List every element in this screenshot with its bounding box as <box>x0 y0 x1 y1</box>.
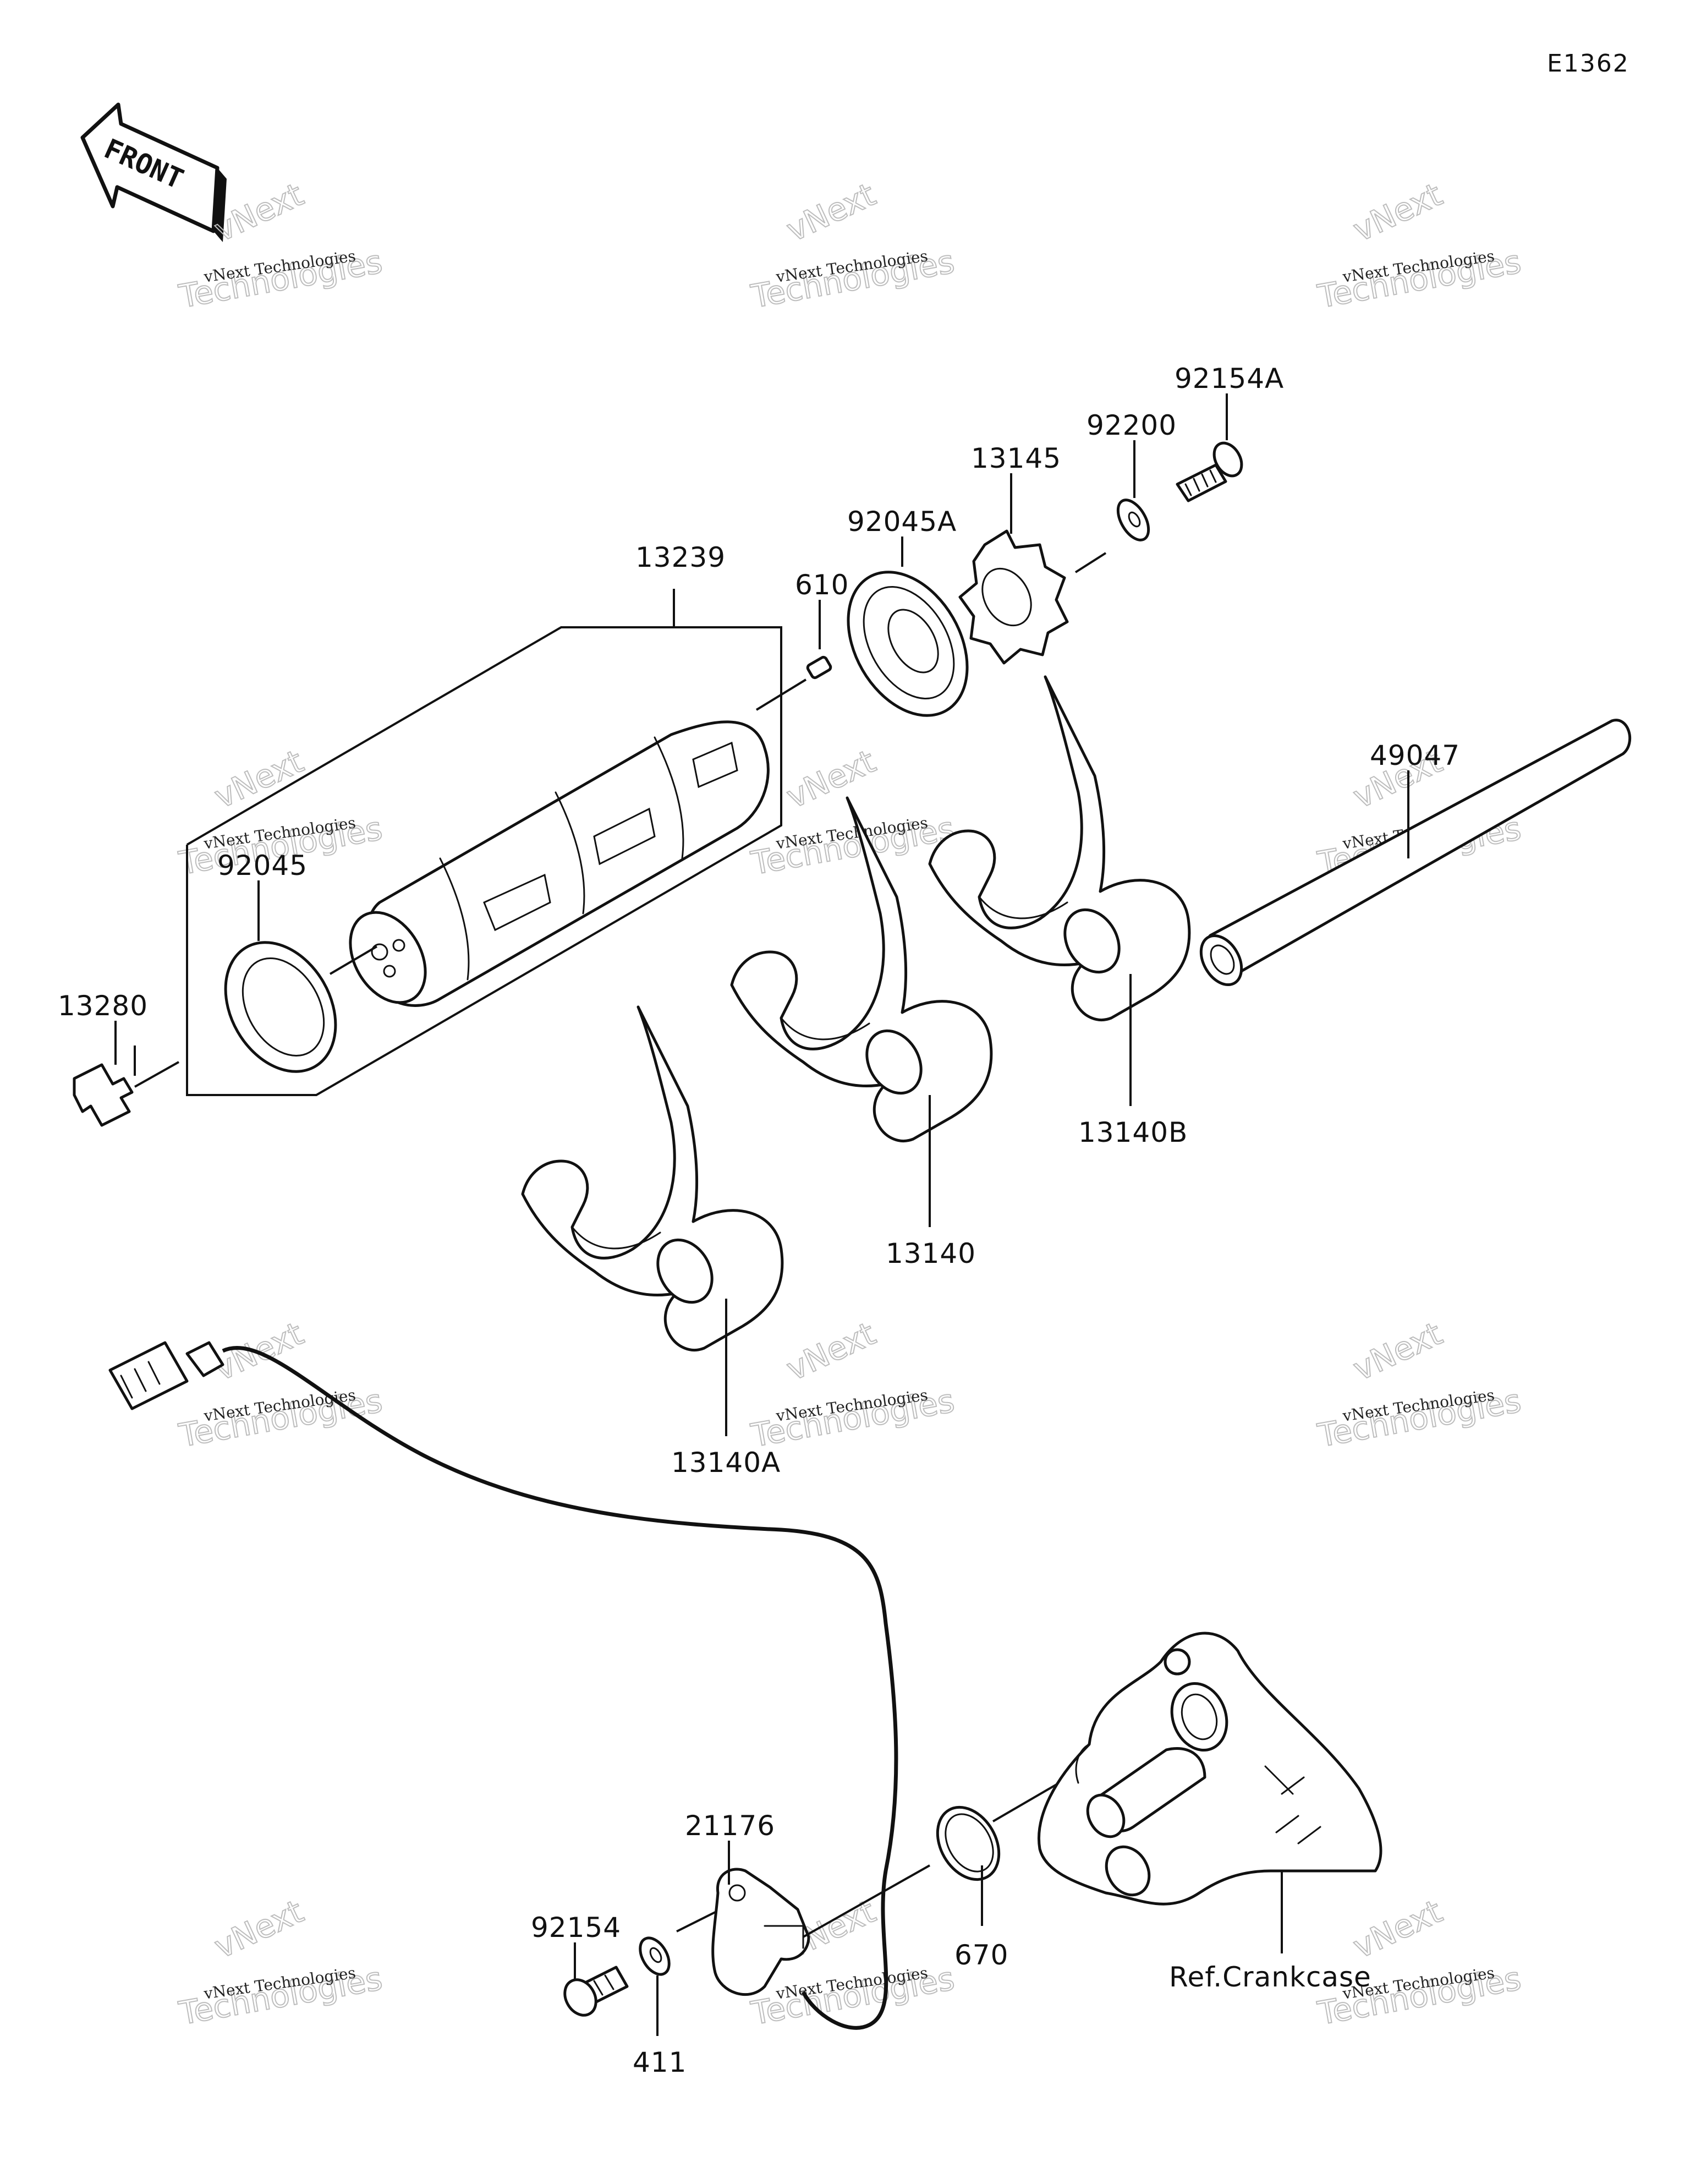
svg-text:vNext: vNext <box>1347 1892 1447 1966</box>
label-92200: 92200 <box>1087 409 1177 441</box>
label-13239: 13239 <box>635 541 726 573</box>
pin-610 <box>755 655 832 711</box>
label-13140A: 13140A <box>671 1447 781 1479</box>
diagram-code: E1362 <box>1547 50 1629 78</box>
washer-92200 <box>1116 499 1150 541</box>
svg-text:vNext: vNext <box>1347 1315 1447 1388</box>
front-arrow-icon: FRONT <box>80 102 227 242</box>
bearing-92045A <box>847 571 969 717</box>
label-92154A: 92154A <box>1175 363 1284 395</box>
label-13280: 13280 <box>58 990 148 1022</box>
oring-670 <box>936 1771 1079 1881</box>
shift-fork-13140 <box>730 796 993 1142</box>
label-92154: 92154 <box>531 1912 621 1944</box>
watermark: Technologies vNext vNext Technologies <box>748 175 958 316</box>
pin-13280 <box>73 1046 179 1127</box>
label-92045A: 92045A <box>847 506 957 538</box>
gear-13145 <box>958 529 1107 665</box>
assembly-bracket-13239 <box>186 589 782 1096</box>
label-21176: 21176 <box>685 1810 775 1842</box>
bolt-92154 <box>563 1966 629 2017</box>
washer-411 <box>639 1936 671 1976</box>
shift-fork-13140B <box>928 675 1191 1021</box>
shift-fork-13140A <box>521 1005 784 1351</box>
bearing-92045 <box>224 941 378 1073</box>
label-13145: 13145 <box>971 442 1061 474</box>
label-610: 610 <box>795 569 849 601</box>
watermark: Technologies vNext vNext Technologies <box>175 1892 386 2033</box>
leader-lines <box>114 393 1409 2036</box>
shaft-49047 <box>1199 719 1632 987</box>
part-labels: 13239 610 92045A 13145 92200 92154A 4904… <box>58 363 1460 2078</box>
watermark: Technologies vNext vNext Technologies <box>1314 175 1524 316</box>
svg-text:vNext: vNext <box>781 1315 881 1388</box>
label-411: 411 <box>633 2046 687 2078</box>
watermark: Technologies vNext vNext Technologies <box>1314 1314 1524 1455</box>
watermark: Technologies vNext vNext Technologies <box>748 1314 958 1455</box>
svg-text:vNext: vNext <box>781 742 881 815</box>
label-13140B: 13140B <box>1078 1116 1188 1148</box>
svg-text:vNext: vNext <box>208 742 309 815</box>
svg-text:vNext: vNext <box>1347 176 1447 249</box>
label-49047: 49047 <box>1370 740 1460 771</box>
svg-text:vNext: vNext <box>208 1892 309 1966</box>
svg-text:vNext: vNext <box>781 176 881 249</box>
label-670: 670 <box>954 1939 1008 1971</box>
label-ref-crankcase: Ref.Crankcase <box>1169 1961 1371 1993</box>
shift-drum <box>349 720 770 1007</box>
bolt-92154A <box>1176 441 1243 502</box>
sensor-21176 <box>108 1341 930 2030</box>
watermark: Technologies vNext vNext Technologies <box>175 1314 386 1455</box>
crankcase-reference <box>1038 1632 1382 1906</box>
label-92045: 92045 <box>217 850 308 882</box>
label-13140: 13140 <box>886 1238 976 1269</box>
